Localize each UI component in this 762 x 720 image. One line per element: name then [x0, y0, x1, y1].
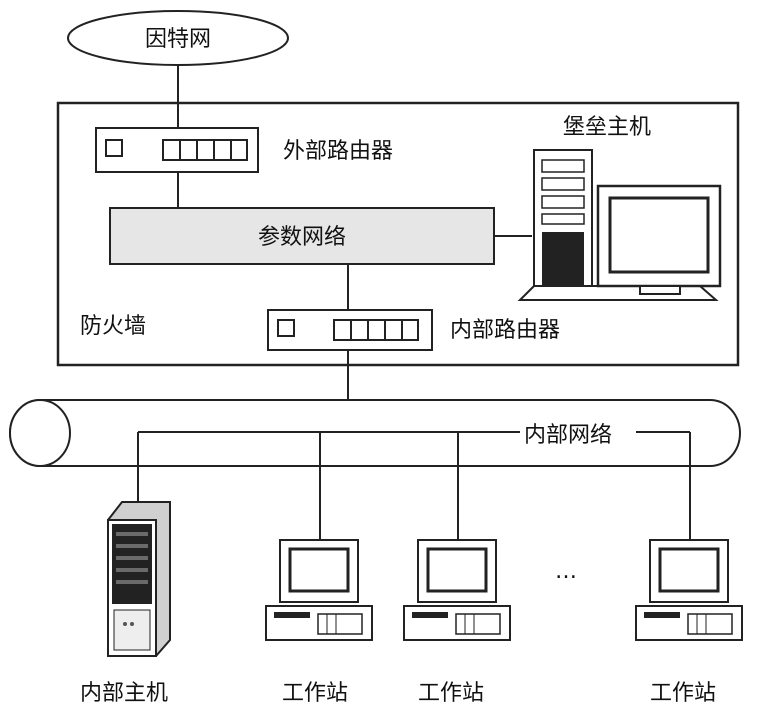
firewall-box — [56, 101, 740, 367]
internet-label: 因特网 — [145, 27, 211, 52]
bastion-host-icon — [517, 149, 722, 301]
workstation-2-label: 工作站 — [418, 681, 484, 706]
workstation-1-icon — [265, 539, 373, 641]
bastion-host-label: 堡垒主机 — [563, 115, 651, 140]
internal-router-label: 内部路由器 — [450, 318, 560, 343]
workstation-3-icon — [635, 539, 743, 641]
workstation-1-label: 工作站 — [282, 681, 348, 706]
internal-network-label: 内部网络 — [524, 423, 612, 448]
internal-host-label: 内部主机 — [80, 681, 168, 706]
workstation-2-icon — [403, 539, 511, 641]
firewall-label: 防火墙 — [80, 314, 146, 339]
internal-network-label-bg — [521, 418, 635, 446]
external-router-label: 外部路由器 — [283, 139, 393, 164]
internal-router-icon — [267, 309, 433, 351]
internal-host-server-icon — [107, 501, 171, 657]
external-router-icon — [95, 127, 259, 173]
ellipsis-label: … — [555, 559, 577, 584]
internet-node: 因特网 — [67, 10, 289, 66]
workstation-3-label: 工作站 — [650, 681, 716, 706]
param-network-label: 参数网络 — [258, 225, 346, 250]
